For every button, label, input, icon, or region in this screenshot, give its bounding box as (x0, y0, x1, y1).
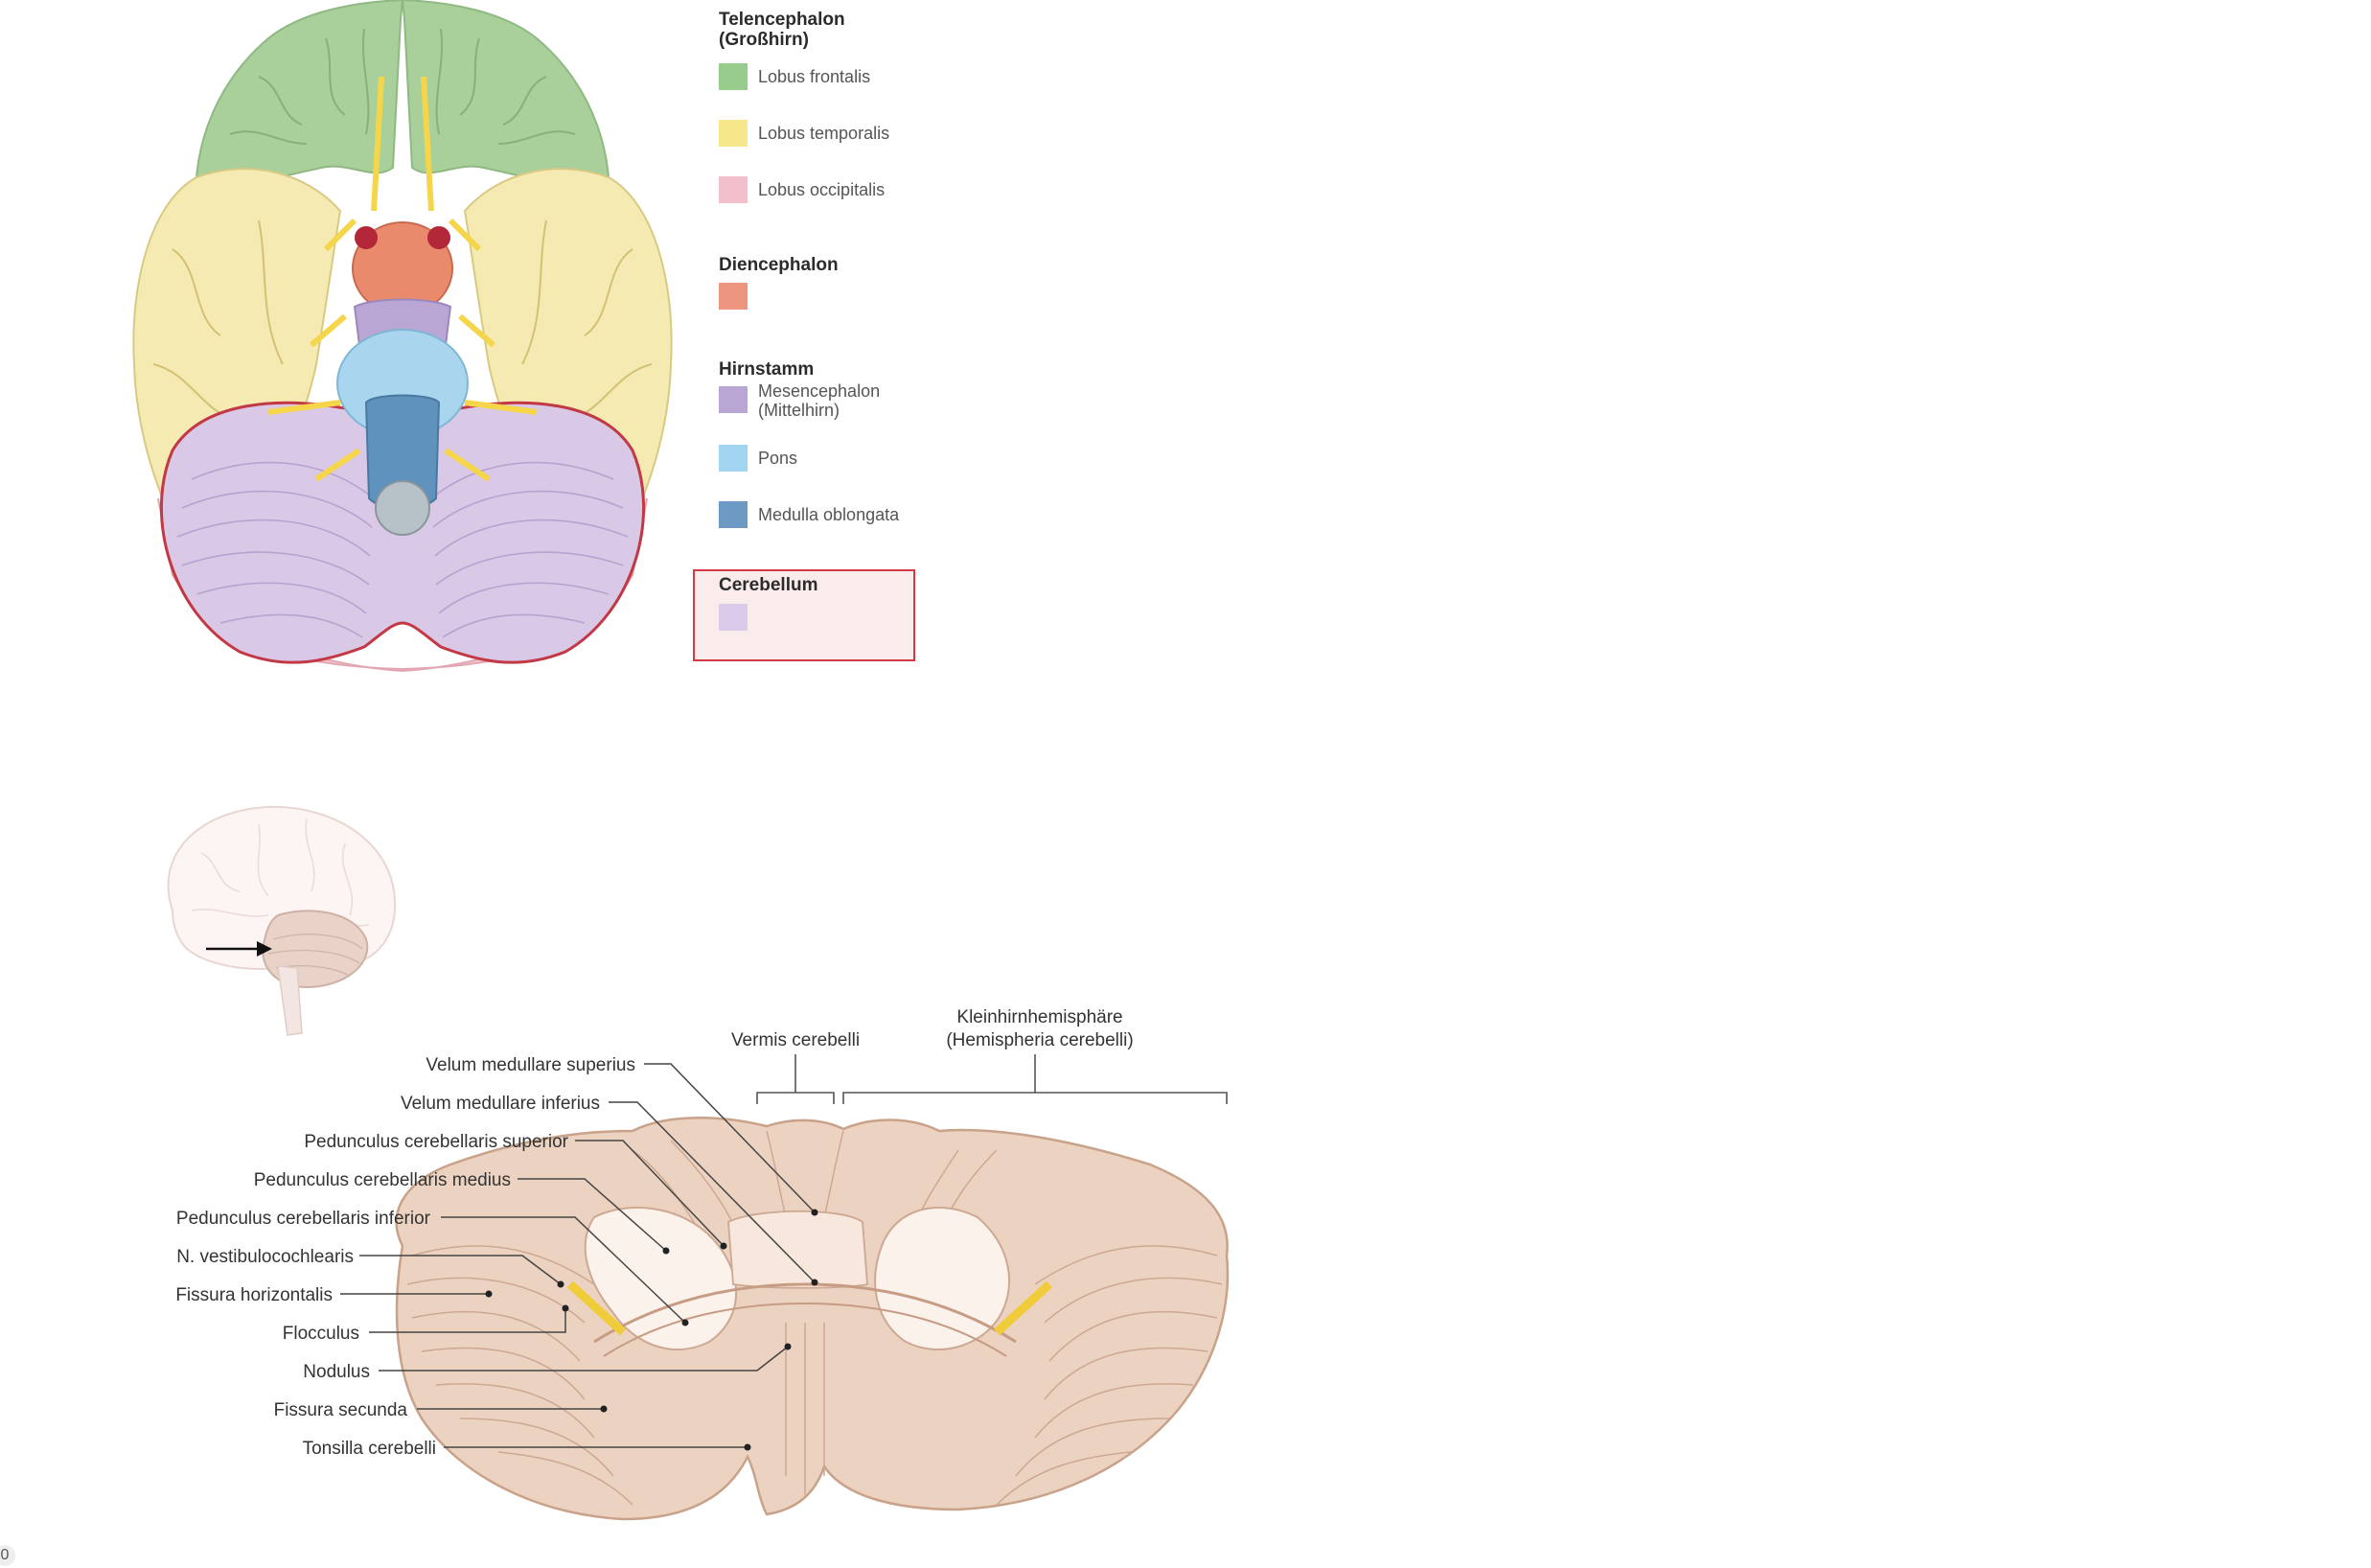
label-velum-inferius: Velum medullare inferius (401, 1094, 600, 1114)
frontal-lobe-right (401, 0, 610, 185)
swatch-medulla (719, 501, 748, 528)
swatch-cerebellum (719, 604, 748, 631)
mammillary-body-left (355, 226, 378, 249)
vestibulocochlear-nerve-right (993, 1280, 1053, 1336)
anatomy-labels: Vermis cerebelli Kleinhirnhemisphäre (He… (175, 1007, 1133, 1459)
label-flocculus: Flocculus (283, 1324, 359, 1344)
legend-label-frontal: Lobus frontalis (758, 67, 871, 86)
cerebellum-anterior-body (395, 1117, 1230, 1521)
label-pedunculus-superior: Pedunculus cerebellaris superior (304, 1132, 568, 1152)
label-velum-superius: Velum medullare superius (426, 1055, 635, 1075)
label-hemisphere-1: Kleinhirnhemisphäre (956, 1007, 1122, 1027)
legend-title-telencephalon: Telencephalon (Großhirn) (719, 10, 845, 50)
swatch-mesencephalon (719, 386, 748, 413)
leader-dots (485, 1209, 818, 1451)
label-nodulus: Nodulus (303, 1362, 370, 1382)
label-pedunculus-inferior: Pedunculus cerebellaris inferior (176, 1209, 431, 1229)
arrowhead-icon (257, 941, 272, 957)
frontal-lobe-left (195, 0, 404, 185)
swatch-pons (719, 445, 748, 472)
label-vermis: Vermis cerebelli (731, 1030, 860, 1050)
top-brackets (756, 1054, 1228, 1104)
swatch-frontal (719, 63, 748, 90)
peduncle-cut-left (584, 1207, 738, 1350)
legend-label-medulla: Medulla oblongata (758, 505, 900, 524)
velum-medullare (727, 1210, 868, 1289)
swatch-diencephalon (719, 283, 748, 310)
peduncle-cut-right (874, 1207, 1010, 1350)
label-hemisphere-2: (Hemispheria cerebelli) (946, 1030, 1133, 1050)
cerebellar-folia (176, 461, 629, 638)
brain-inferior-view (132, 0, 673, 673)
cerebellum-anterior-folia (406, 1130, 1223, 1506)
spinal-cord-section (375, 480, 430, 536)
legend: Telencephalon (Großhirn) Lobus frontalis… (693, 0, 939, 671)
legend-label-occipital: Lobus occipitalis (758, 180, 886, 199)
legend-title-hirnstamm: Hirnstamm (719, 359, 815, 380)
vestibulocochlear-nerve-left (566, 1280, 627, 1336)
frontal-gyri (229, 28, 576, 145)
label-fissura-secunda: Fissura secunda (274, 1400, 408, 1420)
legend-title-diencephalon: Diencephalon (719, 255, 839, 275)
cranial-nerves (267, 76, 538, 482)
leader-lines (340, 1063, 816, 1448)
orientation-brain-thumbnail (167, 805, 397, 1036)
swatch-temporal (719, 120, 748, 147)
legend-label-pons: Pons (758, 449, 798, 468)
legend-label-mesencephalon: Mesencephalon (Mittelhirn) (758, 381, 881, 420)
legend-title-cerebellum: Cerebellum (719, 575, 818, 595)
edge-indicator[interactable]: 0 (0, 1545, 15, 1566)
label-vestibulocochlearis: N. vestibulocochlearis (176, 1247, 354, 1267)
label-tonsilla: Tonsilla cerebelli (303, 1439, 436, 1459)
label-fissura-horizontalis: Fissura horizontalis (175, 1285, 333, 1305)
thumbnail-cerebellum (262, 910, 369, 989)
legend-label-temporal: Lobus temporalis (758, 124, 890, 143)
mammillary-body-right (427, 226, 450, 249)
label-pedunculus-medius: Pedunculus cerebellaris medius (254, 1170, 511, 1190)
swatch-occipital (719, 176, 748, 203)
